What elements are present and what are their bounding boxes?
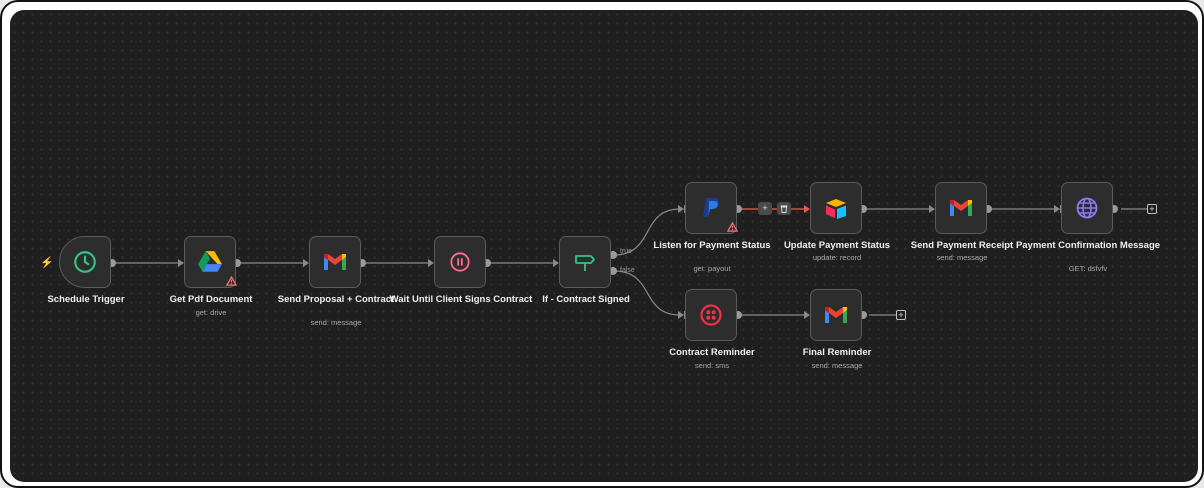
node-listen-payment-status[interactable]: [685, 182, 738, 234]
node-send-proposal-contract[interactable]: [309, 236, 361, 288]
workflow-canvas[interactable]: ⚡ Schedule Trigger Get Pdf Document get:…: [10, 10, 1198, 482]
edge-delete-button[interactable]: [777, 202, 791, 215]
gmail-icon: [950, 200, 972, 216]
input-handles: [178, 205, 1062, 319]
branch-false-label: false: [620, 267, 635, 274]
node-label: Wait Until Client Signs Contract: [389, 294, 533, 305]
node-if-contract-signed[interactable]: [559, 236, 611, 288]
trigger-bolt-icon: ⚡: [40, 257, 54, 269]
edge-if-true-listen[interactable]: [613, 208, 681, 256]
node-schedule-trigger[interactable]: [59, 236, 111, 288]
node-subtitle: send: sms: [694, 361, 730, 370]
add-node-button[interactable]: +: [896, 310, 906, 320]
google-drive-icon: [198, 251, 222, 272]
gmail-icon: [825, 307, 847, 323]
paypal-icon: [703, 198, 720, 217]
node-subtitle: GET: dsfvfv: [1068, 264, 1108, 273]
edge-if-false-reminder[interactable]: [613, 270, 681, 316]
add-node-button[interactable]: +: [1147, 204, 1157, 214]
node-label: Final Reminder: [802, 347, 872, 358]
node-subtitle: get: payout: [693, 264, 731, 273]
twilio-icon: [700, 304, 722, 326]
edge-add-button[interactable]: +: [758, 202, 772, 215]
node-label: Get Pdf Document: [169, 294, 253, 305]
node-wait-until-client-signs[interactable]: [434, 236, 486, 288]
warning-icon[interactable]: [727, 222, 738, 232]
globe-icon: [1076, 197, 1098, 219]
node-subtitle: send: message: [811, 361, 863, 370]
node-contract-reminder[interactable]: [685, 289, 737, 341]
node-final-reminder[interactable]: [810, 289, 862, 341]
node-label: Listen for Payment Status: [653, 240, 771, 251]
node-payment-confirmation-message[interactable]: [1061, 182, 1113, 234]
node-subtitle: get: drive: [195, 308, 227, 317]
node-subtitle: send: message: [310, 318, 362, 327]
node-get-pdf-document[interactable]: [184, 236, 237, 288]
node-subtitle: send: message: [936, 253, 988, 262]
gmail-icon: [324, 254, 346, 270]
node-label: Schedule Trigger: [47, 294, 125, 305]
node-label: Update Payment Status: [783, 240, 891, 251]
pause-icon: [450, 252, 470, 272]
airtable-icon: [826, 199, 846, 219]
node-subtitle: update: record: [812, 253, 862, 262]
node-label: Payment Confirmation Message: [1015, 240, 1161, 251]
node-label: Contract Reminder: [669, 347, 755, 358]
node-label: If - Contract Signed: [542, 294, 630, 305]
branch-true-label: true: [620, 248, 633, 255]
node-send-payment-receipt[interactable]: [935, 182, 987, 234]
clock-icon: [74, 251, 96, 273]
signpost-icon: [575, 255, 595, 271]
trash-icon: [780, 205, 788, 213]
node-label: Send Proposal + Contract: [277, 294, 395, 305]
warning-icon[interactable]: [226, 276, 237, 286]
node-label: Send Payment Receipt: [910, 240, 1014, 251]
connections-layer: [108, 205, 1147, 319]
node-update-payment-status[interactable]: [810, 182, 862, 234]
